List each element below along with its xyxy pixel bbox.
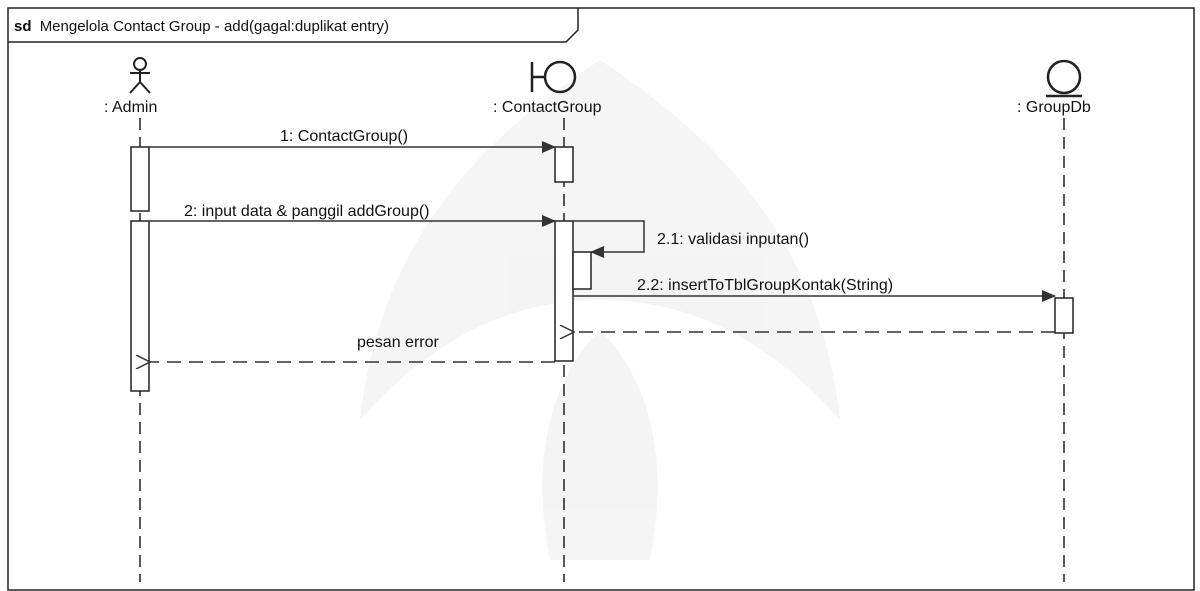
message-arrow-2-1	[573, 220, 645, 258]
boundary-icon	[530, 60, 577, 94]
activation-contactgroup-nested	[572, 251, 592, 290]
message-label-error: pesan error	[357, 334, 439, 351]
actor-admin	[129, 57, 151, 94]
frame-title: sd Mengelola Contact Group - add(gagal:d…	[14, 18, 389, 35]
lifeline-label-groupdb: : GroupDb	[1017, 99, 1091, 116]
frame-keyword: sd	[14, 18, 32, 35]
activation-contactgroup-1	[554, 146, 574, 183]
message-label-2: 2: input data & panggil addGroup()	[184, 203, 430, 220]
activation-contactgroup-2	[554, 220, 574, 362]
lifeline-label-contactgroup: : ContactGroup	[493, 99, 602, 116]
entity-icon	[1046, 59, 1082, 98]
message-label-2-2: 2.2: insertToTblGroupKontak(String)	[637, 277, 893, 294]
actor-icon-head	[133, 57, 147, 71]
message-label-2-1: 2.1: validasi inputan()	[657, 231, 809, 248]
activation-admin-2	[130, 220, 150, 392]
lifeline-label-admin: : Admin	[104, 99, 157, 116]
watermark-logo	[360, 60, 840, 560]
activation-admin-1	[130, 146, 150, 212]
frame-title-text: Mengelola Contact Group - add(gagal:dupl…	[40, 18, 389, 35]
message-label-1: 1: ContactGroup()	[280, 128, 408, 145]
activation-groupdb	[1054, 297, 1074, 334]
diagram-frame	[7, 7, 1195, 591]
frame-title-tab	[8, 8, 579, 43]
